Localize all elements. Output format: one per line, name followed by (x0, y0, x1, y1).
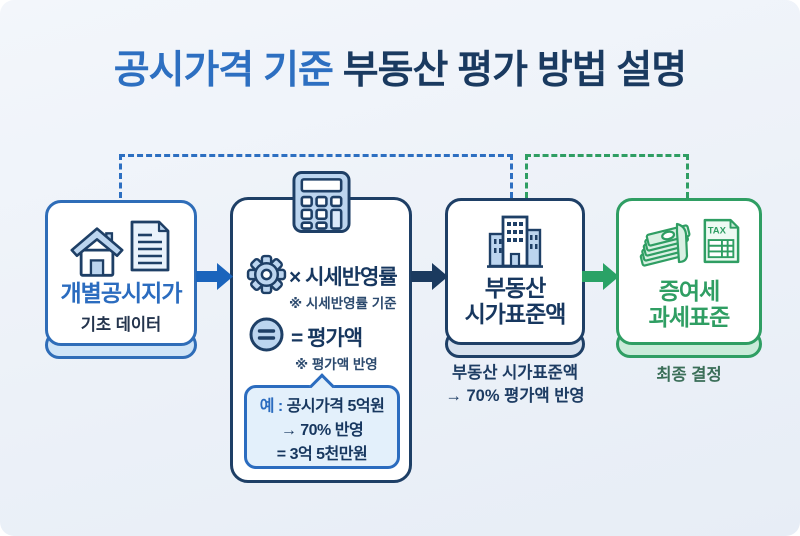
step2-card-calculation: × 시세반영률 ※ 시세반영률 기준 = 평가액 ※ 평가액 반영 예 : 공시… (230, 197, 412, 483)
step3-title-line1: 부동산 (484, 275, 546, 301)
gear-icon (246, 254, 287, 295)
house-icon (70, 227, 124, 277)
example-line-3: = 3억 5천만원 (276, 446, 368, 463)
page-title: 공시가격 기준 부동산 평가 방법 설명 (0, 48, 800, 95)
example-bubble: 예 : 공시가격 5억원 → 70% 반영 = 3억 5천만원 (244, 373, 400, 469)
example-line-2: → 70% 반영 (280, 422, 364, 439)
step2-row1-label: × 시세반영률 (289, 266, 398, 289)
step4-title-line1: 증여세 (658, 278, 720, 304)
step4-title-line2: 과세표준 (648, 304, 731, 330)
step4-icon-row: TAX (639, 217, 740, 270)
step1-card-base-data: 개별공시지가 기초 데이터 (45, 200, 197, 346)
example-prefix: 예 : (259, 398, 287, 415)
step2-row2-label: = 평가액 (291, 327, 363, 350)
step3-caption-line2: → 70% 평가액 반영 (445, 387, 585, 405)
step1-subtitle: 기초 데이터 (80, 316, 162, 334)
connector-dashed-blue (119, 154, 513, 198)
arrow-right-blue-icon (196, 263, 233, 290)
step3-card-standard-value: 부동산 시가표준액 (445, 198, 585, 345)
step3-title-line2: 시가표준액 (464, 301, 567, 327)
step4-card-tax-base: TAX 증여세 과세표준 (616, 198, 762, 345)
example-line-1: 예 : 공시가격 5억원 (247, 395, 397, 419)
step2-row2-note: ※ 평가액 반영 (295, 357, 378, 372)
connector-dashed-green (525, 154, 689, 198)
step3-caption-line1: 부동산 시가표준액 (451, 364, 579, 382)
tax-document-icon: TAX (703, 218, 739, 264)
step1-icon-row (69, 219, 173, 280)
calculator-icon (292, 171, 351, 233)
equals-icon (249, 317, 284, 352)
document-icon (130, 220, 170, 272)
tax-label: TAX (707, 225, 726, 236)
arrow-right-green-icon (582, 263, 619, 290)
step1-title: 개별공시지가 (60, 280, 183, 306)
step2-row1-note: ※ 시세반영률 기준 (289, 296, 397, 311)
money-stack-icon (639, 222, 691, 267)
arrow-right-navy-icon (411, 263, 448, 290)
building-icon (487, 215, 543, 268)
example-line-1-text: 공시가격 5억원 (286, 398, 385, 415)
page-title-highlight: 공시가격 기준 (113, 49, 343, 92)
step4-caption: 최종 결정 (656, 366, 722, 384)
step3-caption: 부동산 시가표준액 → 70% 평가액 반영 (430, 362, 600, 408)
page-title-rest: 부동산 평가 방법 설명 (342, 49, 687, 92)
